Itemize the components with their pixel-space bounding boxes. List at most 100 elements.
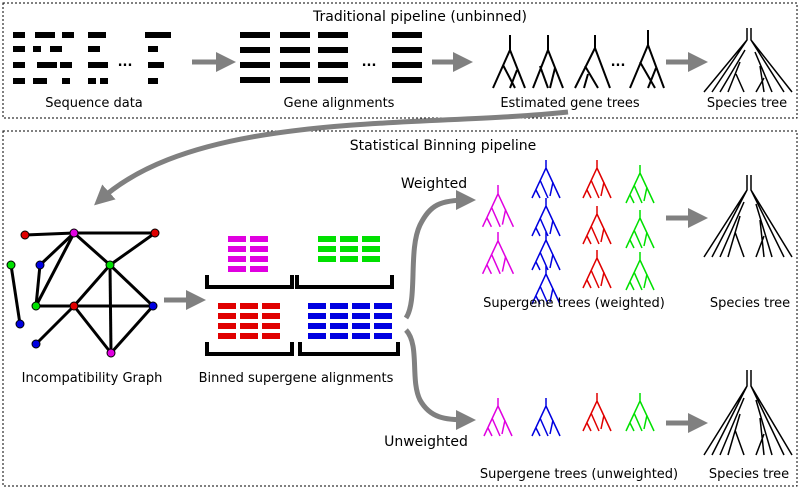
supergene-row: [262, 303, 280, 309]
supergene-row: [318, 236, 336, 242]
supergene-row: [228, 246, 246, 252]
arrow-bins-to-unweighted: [403, 328, 476, 430]
species-tree-weighted-glyph: [703, 175, 793, 258]
supergene-row: [262, 313, 280, 319]
alignment-row: [280, 47, 310, 53]
alignment-row: [280, 62, 310, 68]
alignment-row: [240, 47, 270, 53]
supergene-tree: [582, 250, 612, 289]
graph-nodes: [6, 228, 160, 358]
supergene-row: [308, 303, 326, 309]
alignment-row: [392, 62, 422, 68]
supergene-row: [352, 313, 370, 319]
sequence-data-glyph: [13, 32, 171, 84]
supergene-row: [362, 246, 380, 252]
alignment-row: [280, 77, 310, 83]
alignment-row: [240, 62, 270, 68]
arrow-trees-to-graph: [94, 109, 569, 206]
supergene-row: [218, 313, 236, 319]
supergene-row: [374, 303, 392, 309]
gene-alignments-glyph: [240, 32, 422, 83]
supergene-row: [262, 323, 280, 329]
ellipsis-gene-trees: ...: [611, 55, 626, 70]
alignment-row: [392, 77, 422, 83]
alignment-row: [318, 47, 348, 53]
supergene-row: [218, 303, 236, 309]
supergene-row: [228, 236, 246, 242]
supergene-tree: [582, 206, 612, 245]
alignment-row: [318, 32, 348, 38]
supergene-row: [250, 236, 268, 242]
binning-pipeline-panel: [2, 130, 798, 487]
supergene-row: [240, 303, 258, 309]
supergene-unweighted-label: Supergene trees (unweighted): [480, 467, 678, 482]
supergene-tree: [531, 232, 561, 271]
supergene-row: [218, 323, 236, 329]
supergene-row: [308, 323, 326, 329]
supergene-weighted-label: Supergene trees (weighted): [483, 296, 665, 311]
species-tree-top-glyph: [703, 28, 793, 93]
supergene-row: [308, 313, 326, 319]
alignment-row: [240, 77, 270, 83]
supergene-row: [352, 303, 370, 309]
supergene-row: [218, 333, 236, 339]
supergene-trees-unweighted-glyph: [483, 393, 655, 437]
supergene-row: [374, 323, 392, 329]
supergene-tree: [531, 198, 561, 237]
traditional-pipeline-panel: [2, 2, 798, 119]
supergene-row: [340, 246, 358, 252]
unweighted-label: Unweighted: [384, 434, 468, 450]
sequence-data-label: Sequence data: [45, 96, 143, 111]
species-tree-unweighted-glyph: [703, 370, 793, 456]
supergene-row: [362, 236, 380, 242]
bin-brackets: [205, 275, 400, 356]
supergene-row: [250, 246, 268, 252]
supergene-row: [308, 333, 326, 339]
supergene-row: [228, 256, 246, 262]
supergene-tree: [483, 398, 513, 437]
supergene-tree: [625, 252, 655, 291]
species-tree-weighted-label: Species tree: [710, 296, 790, 311]
binned-alignments-label: Binned supergene alignments: [199, 371, 394, 386]
supergene-row: [240, 323, 258, 329]
incompatibility-graph-glyph: [9, 231, 156, 354]
supergene-row: [340, 236, 358, 242]
alignment-row: [280, 32, 310, 38]
ellipsis-sequences: ...: [118, 55, 133, 70]
supergene-tree: [531, 266, 561, 305]
supergene-row: [374, 333, 392, 339]
top-arrows: [94, 52, 708, 433]
alignment-row: [240, 32, 270, 38]
supergene-tree: [625, 393, 655, 432]
supergene-row: [362, 256, 380, 262]
supergene-row: [262, 333, 280, 339]
supergene-row: [330, 303, 348, 309]
supergene-row: [330, 333, 348, 339]
incompatibility-graph-label: Incompatibility Graph: [22, 371, 163, 386]
supergene-row: [250, 266, 268, 272]
gene-alignments-label: Gene alignments: [284, 96, 395, 111]
supergene-tree: [481, 232, 515, 275]
supergene-tree: [625, 165, 655, 204]
supergene-row: [330, 323, 348, 329]
binning-pipeline-title: Statistical Binning pipeline: [350, 138, 537, 154]
supergene-row: [240, 313, 258, 319]
species-tree-unweighted-label: Species tree: [709, 467, 789, 482]
estimated-gene-trees-glyph: [492, 30, 665, 89]
supergene-row: [318, 246, 336, 252]
alignment-row: [318, 77, 348, 83]
supergene-row: [330, 313, 348, 319]
supergene-tree: [625, 210, 655, 249]
supergene-tree: [531, 398, 561, 437]
weighted-label: Weighted: [401, 176, 467, 192]
alignment-row: [392, 47, 422, 53]
supergene-tree: [582, 393, 612, 432]
supergene-row: [352, 323, 370, 329]
traditional-pipeline-title: Traditional pipeline (unbinned): [312, 9, 527, 25]
supergene-tree: [531, 160, 561, 199]
binned-alignments-glyph: [218, 236, 392, 339]
supergene-tree: [481, 185, 515, 228]
supergene-row: [352, 333, 370, 339]
supergene-row: [250, 256, 268, 262]
